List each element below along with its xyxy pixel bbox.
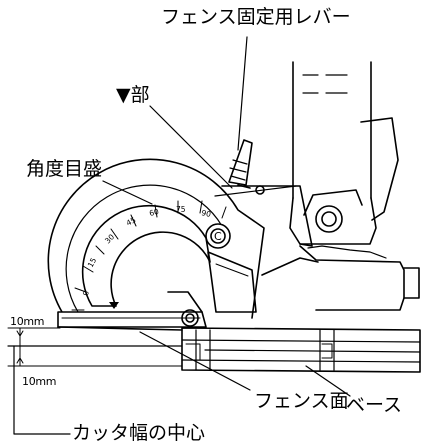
scale-mark-45: 45: [125, 215, 138, 228]
leader-triangle: [149, 105, 233, 189]
label-10mm-bottom: 10mm: [22, 375, 57, 388]
label-base: ベース: [346, 394, 403, 416]
label-10mm-top: 10mm: [10, 315, 45, 328]
triangle-pointer-icon: [109, 302, 119, 309]
scale-slot: [81, 204, 211, 307]
center-line: [13, 345, 71, 435]
fence-plate: [57, 311, 207, 328]
label-triangle-part: ▼部: [116, 84, 150, 106]
scale-knob: [205, 223, 231, 249]
leader-fence-lever: [237, 36, 248, 151]
scale-mark-15: 15: [86, 256, 99, 269]
label-angle-scale: 角度目盛: [26, 158, 103, 180]
right-body: [299, 245, 405, 311]
base-rail: [181, 327, 421, 373]
label-fence-lever: フェンス固定用レバー: [161, 6, 351, 28]
scale-mark-60: 60: [148, 207, 160, 218]
leader-fence-face: [139, 331, 251, 391]
label-cutter-center: カッタ幅の中心: [72, 422, 206, 444]
knob-letter: C: [214, 230, 222, 243]
scale-mark-0: 0: [81, 290, 91, 296]
scale-mark-75: 75: [176, 205, 186, 214]
leader-angle-scale: [102, 180, 153, 205]
housing-screw: [315, 205, 343, 233]
scale-mark-90: 90: [201, 208, 212, 219]
leader-base: [305, 365, 351, 397]
label-fence-face: フェンス面: [254, 390, 349, 412]
angle-scale-arc: [47, 158, 265, 319]
